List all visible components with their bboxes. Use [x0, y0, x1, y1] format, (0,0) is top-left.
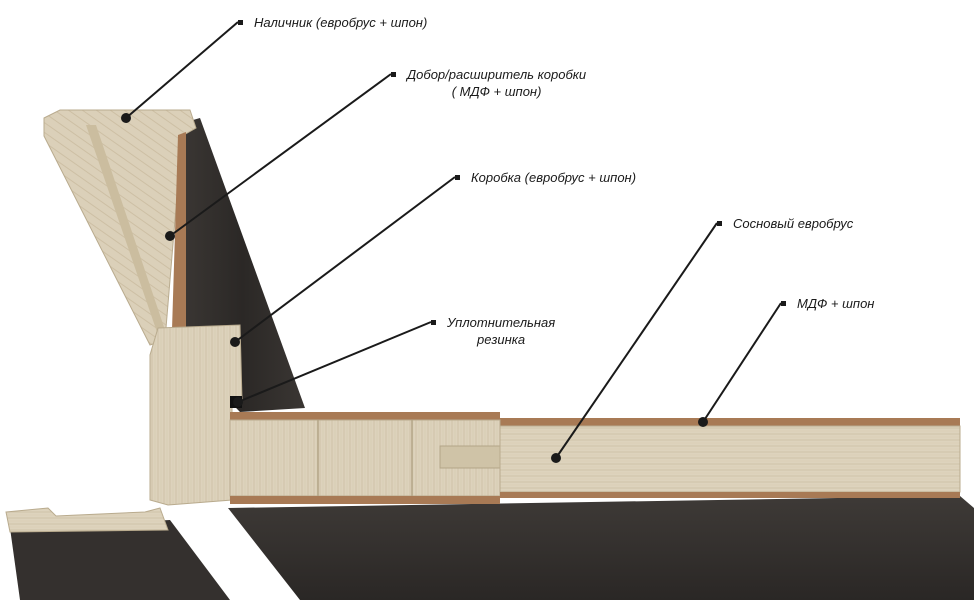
leader-evrobrus-endpoint — [551, 453, 561, 463]
bullet-icon — [781, 301, 786, 306]
leader-mdf-endpoint — [698, 417, 708, 427]
frame-lower-dark — [10, 520, 230, 600]
bullet-icon — [431, 320, 436, 325]
callout-uplotnitel-label-2: резинка — [477, 332, 526, 347]
leader-evrobrus — [555, 222, 718, 459]
callout-nalichnik-label: Наличник (евробрус + шпон) — [254, 15, 428, 30]
bullet-icon — [391, 72, 396, 77]
door-top-mdf — [230, 412, 960, 426]
callout-dobor-label-2: ( МДФ + шпон) — [451, 84, 542, 99]
callout-evrobrus: Сосновый евробрус — [717, 215, 854, 232]
casing-bottom — [5, 507, 169, 533]
leader-korobka-endpoint — [230, 337, 240, 347]
callout-evrobrus-label: Сосновый евробрус — [733, 216, 854, 231]
leader-uplotnitel — [237, 321, 432, 403]
leader-nalichnik — [125, 21, 239, 119]
leader-korobka — [234, 176, 456, 343]
leader-uplotnitel-endpoint — [233, 397, 243, 407]
bullet-icon — [455, 175, 460, 180]
door-leaf-face — [228, 496, 974, 600]
callout-uplotnitel: Уплотнительная резинка — [431, 314, 556, 348]
callout-korobka-label: Коробка (евробрус + шпон) — [471, 170, 637, 185]
callout-mdf-label: МДФ + шпон — [797, 296, 875, 311]
callout-nalichnik: Наличник (евробрус + шпон) — [238, 14, 428, 31]
callout-dobor-label-1: Добор/расширитель коробки — [407, 67, 587, 82]
callout-uplotnitel-label-1: Уплотнительная — [447, 315, 556, 330]
door-bottom-mdf — [230, 492, 960, 504]
leader-lines — [121, 21, 782, 463]
dobor-mdf-edge — [165, 132, 186, 350]
door-core-right — [499, 425, 961, 493]
callout-korobka: Коробка (евробрус + шпон) — [455, 169, 637, 186]
bullet-icon — [238, 20, 243, 25]
leader-dobor — [169, 73, 392, 237]
frame-block — [149, 324, 243, 506]
leader-dobor-endpoint — [165, 231, 175, 241]
callout-mdf: МДФ + шпон — [781, 295, 875, 312]
leader-nalichnik-endpoint — [121, 113, 131, 123]
leader-mdf — [702, 302, 782, 423]
bullet-icon — [717, 221, 722, 226]
callout-dobor: Добор/расширитель коробки ( МДФ + шпон) — [391, 66, 587, 100]
